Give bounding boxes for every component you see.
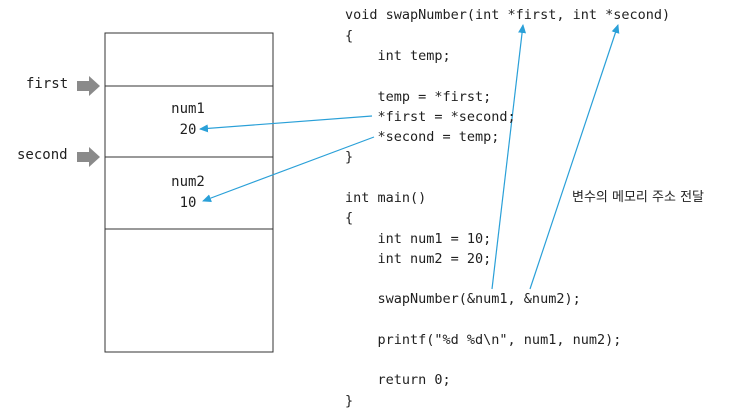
code-line: *first = *second; (345, 109, 516, 125)
code-line: int num1 = 10; (345, 231, 492, 247)
code-line: } (345, 149, 354, 165)
arrow-second-deref-to-num2 (202, 136, 375, 202)
code-line: *second = temp; (345, 129, 500, 145)
code-line: int temp; (345, 48, 451, 64)
code-line: printf("%d %d\n", num1, num2); (345, 332, 622, 348)
arrow-num1-address-to-first-param (491, 24, 527, 290)
arrow-first-deref-to-num1 (199, 115, 373, 133)
code-line: temp = *first; (345, 89, 492, 105)
arrow-num2-address-to-second-param (529, 24, 620, 290)
second-pointer-arrow (77, 147, 100, 167)
code-line: int num2 = 20; (345, 251, 492, 267)
address-passing-note: 변수의 메모리 주소 전달 (572, 190, 704, 205)
code-line: void swapNumber(int *first, int *second) (345, 7, 671, 23)
code-line: int main() (345, 190, 427, 206)
num2-value: 10 (179, 195, 197, 211)
memory-block (104, 32, 274, 353)
code-line: return 0; (345, 372, 451, 388)
num1-variable-name: num1 (171, 101, 205, 117)
memory-outline (104, 32, 274, 353)
first-pointer-label: first (26, 76, 69, 92)
code-line: swapNumber(&num1, &num2); (345, 291, 581, 307)
code-line: { (345, 210, 354, 226)
code-line: } (345, 393, 354, 409)
second-pointer-label: second (17, 147, 68, 163)
num1-value: 20 (179, 122, 197, 138)
first-pointer-arrow (77, 76, 100, 96)
num2-variable-name: num2 (171, 174, 205, 190)
code-line: { (345, 28, 354, 44)
